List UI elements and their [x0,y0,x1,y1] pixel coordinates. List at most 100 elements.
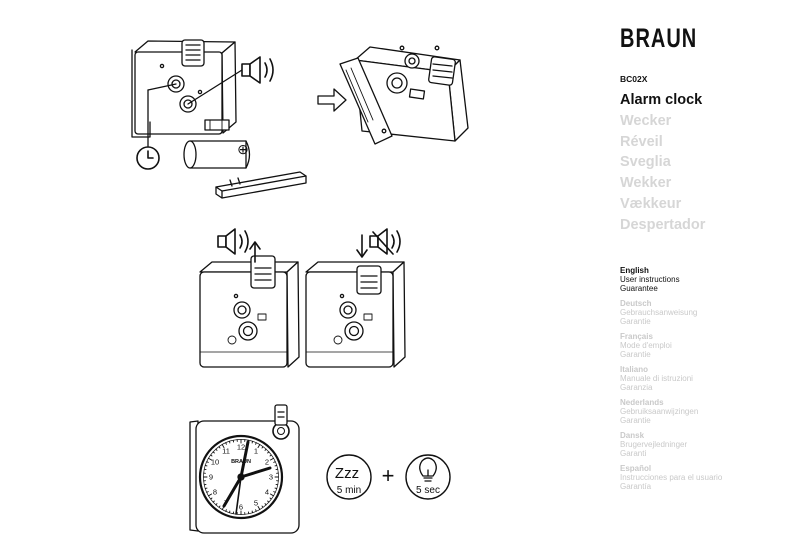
snooze-badge: Zzz 5 min [326,454,372,500]
clock-tick [257,444,261,449]
arrow-down-icon [356,234,368,258]
clock-tick [221,444,225,449]
product-title: Wekker [620,175,672,192]
clock-tick [225,442,227,445]
clock-tick [264,503,267,506]
clock-tick [212,451,215,454]
language-name: Español [620,464,652,473]
language-doc-line: Garantie [620,350,651,359]
clock-numeral: 1 [254,447,258,456]
model-number: BC02X [620,74,648,84]
clock-numeral: 11 [222,447,230,456]
battery-plus-symbol: ⊕ [237,141,249,157]
speaker-icon [241,56,274,84]
clock-tick [228,510,231,514]
brand-logo: BRAUN [620,24,698,54]
language-doc-line: Gebrauchsanweisung [620,308,698,317]
clock-tick [257,505,261,510]
clock-tick [225,509,227,512]
clock-tick [269,493,274,497]
clock-tick [210,497,213,500]
speaker-icon [217,228,249,255]
speaker-mute-icon [369,228,401,255]
clock-tick [264,448,267,451]
language-name: English [620,266,649,275]
language-name: Dansk [620,431,645,440]
clock-tick [210,454,213,457]
light-duration: 5 sec [416,485,440,496]
clock-tick [267,451,270,454]
clock-alarm-on [199,255,300,368]
battery-icon: ⊕ [183,140,251,169]
clock-tick [255,509,257,512]
clock-tick [204,464,208,467]
clock-tick [267,500,270,503]
clock-logo: BRAUN [231,459,251,465]
clock-tick [261,446,264,449]
battery-cover [215,171,307,199]
language-doc-line: Garantie [620,317,651,326]
clock-tick [273,461,276,463]
clock-numeral: 2 [265,458,269,467]
product-title: Alarm clock [620,92,703,108]
product-title: Réveil [620,133,663,150]
clock-tick [261,505,264,508]
language-name: Deutsch [620,299,652,308]
clock-alarm-off [305,261,406,368]
clock-tick [204,487,208,490]
clock-tick [274,487,278,490]
clock-tick [228,440,231,444]
illustrations: ⊕ [131,39,469,534]
clock-tick [269,454,272,457]
language-doc-line: Brugervejledninger [620,440,688,449]
insert-arrow-icon [317,88,347,112]
snooze-duration: 5 min [337,485,361,496]
clock-tick [206,461,209,463]
language-doc-line: Garantie [620,416,651,425]
clock-numeral: 8 [213,488,217,497]
plus-sign: + [382,463,395,488]
clock-tick [212,500,215,503]
language-doc-line: Garanti [620,449,647,458]
clock-tick [251,510,254,514]
language-name: Italiano [620,365,649,374]
arrow-up-icon [249,241,261,263]
clock-tick [215,503,218,506]
clock-tick [251,440,254,444]
clock-back-open [131,39,243,147]
product-title: Vækkeur [620,195,682,212]
clock-tick [269,457,274,461]
language-doc-line: Instrucciones para el usuario [620,473,723,482]
product-title: Wecker [620,112,672,129]
clock-numeral: 4 [265,488,269,497]
language-doc-line: Garanzia [620,383,653,392]
clock-numeral: 10 [211,458,219,467]
clock-tick [255,442,257,445]
clock-tick [208,457,213,461]
clock-back-tilted [339,45,469,145]
language-doc-line: Gebruiksaanwijzingen [620,407,699,416]
clock-numeral: 12 [237,443,245,452]
language-doc-line: Manuale di istruzioni [620,374,693,383]
clock-tick [269,497,272,500]
product-title: Sveglia [620,154,671,171]
language-doc-line: Guarantee [620,284,658,293]
light-badge: 5 sec [405,454,451,500]
clock-numeral: 9 [209,473,213,482]
clock-tick [274,464,278,467]
clock-numeral: 6 [239,503,243,512]
lightbulb-icon [419,457,437,482]
clock-numeral: 5 [254,499,258,508]
clock-tick [206,491,209,493]
language-doc-line: Mode d'emploi [620,341,672,350]
clock-tick [215,448,218,451]
